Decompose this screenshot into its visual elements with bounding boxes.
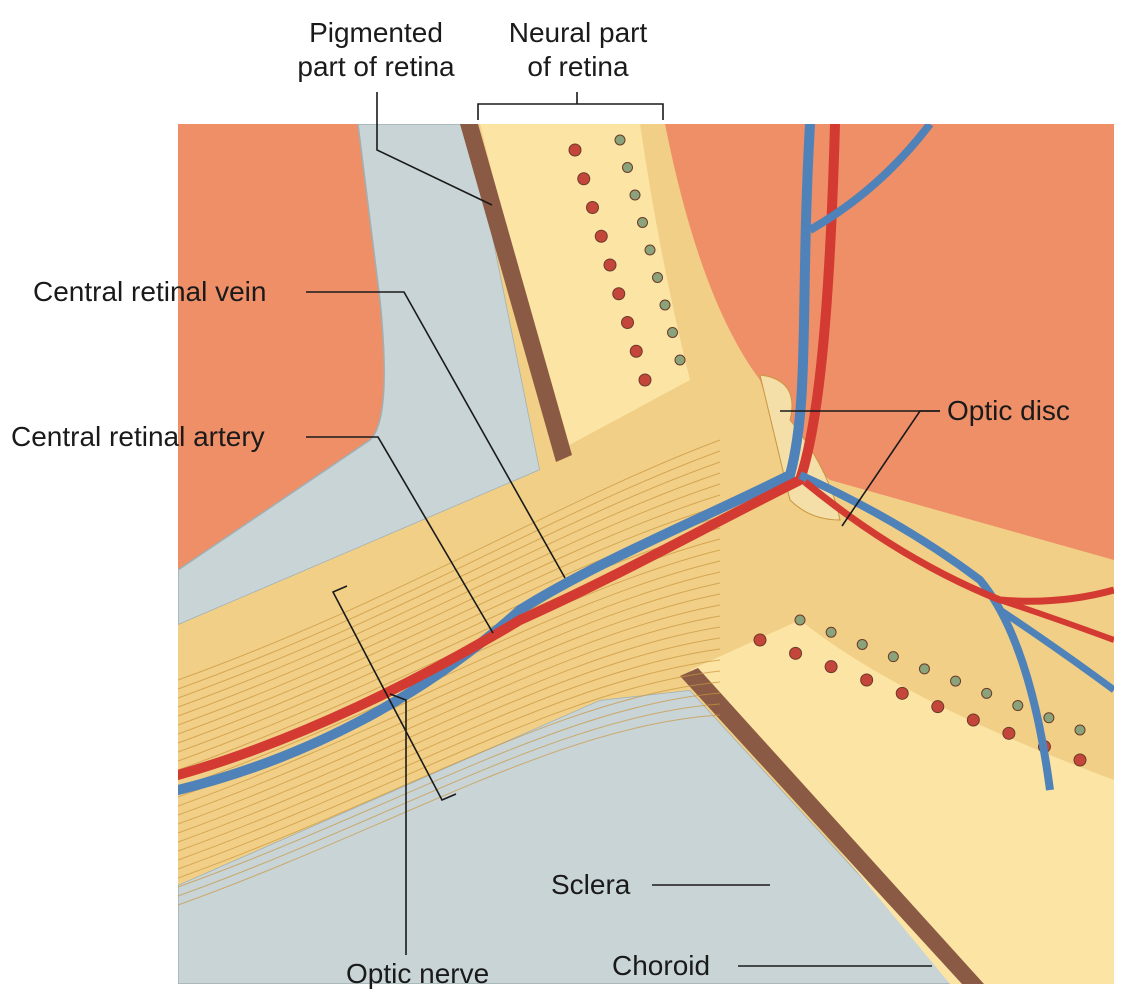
retinal-cell xyxy=(794,614,806,626)
retinal-cell xyxy=(586,201,599,214)
nerve-fiber-line xyxy=(178,450,721,690)
artery-branch-lower-right xyxy=(802,479,1114,605)
retinal-cell xyxy=(1073,753,1087,767)
vein-branch-lower-right xyxy=(798,471,1054,791)
retina-layer-lower xyxy=(690,620,1114,984)
nerve-fiber-line xyxy=(178,670,721,870)
retinal-cell xyxy=(637,217,648,228)
nerve-fiber-line xyxy=(178,615,721,825)
retinal-cell xyxy=(614,134,626,146)
retinal-cell xyxy=(644,244,656,256)
leader-optic-nerve-bracket xyxy=(331,585,457,802)
vein-branch-far-right xyxy=(998,607,1114,693)
nerve-fiber-line xyxy=(178,571,721,789)
leader-artery xyxy=(306,436,494,634)
central-retinal-artery xyxy=(178,124,840,780)
nerve-fiber-line xyxy=(178,714,721,906)
nerve-fiber-line xyxy=(178,527,721,753)
retina-layer-upper xyxy=(480,124,690,450)
retinal-cell xyxy=(674,354,686,366)
leader-optic-disc-2 xyxy=(841,410,940,527)
label-pigmented-line2: part of retina xyxy=(297,51,455,82)
label-sclera: Sclera xyxy=(551,869,631,900)
retinal-cell xyxy=(667,327,678,338)
retinal-cell xyxy=(966,713,980,727)
nerve-fiber-line xyxy=(178,593,721,807)
label-pigmented-line1: Pigmented xyxy=(309,17,443,48)
sclera-upper xyxy=(178,124,541,626)
retinal-cell xyxy=(621,316,634,329)
retinal-cell xyxy=(1012,700,1024,712)
leader-neural-bracket xyxy=(477,92,664,120)
label-pigmented-part: Pigmented part of retina xyxy=(272,16,480,84)
label-central-retinal-artery: Central retinal artery xyxy=(11,421,265,452)
label-neural-line1: Neural part xyxy=(508,17,648,48)
retinal-cell xyxy=(652,272,663,283)
label-neural-line2: of retina xyxy=(527,51,629,82)
nerve-fiber-line xyxy=(178,659,721,861)
nerve-fiber-line xyxy=(178,703,721,897)
nerve-fiber-line xyxy=(178,483,721,717)
retinal-cell xyxy=(568,143,582,157)
label-optic-disc: Optic disc xyxy=(947,395,1070,426)
retinal-cell xyxy=(931,700,945,714)
retinal-cell xyxy=(895,686,909,700)
leader-vein xyxy=(306,291,566,579)
retinal-cell xyxy=(577,172,591,186)
artery-branch-far-right xyxy=(999,597,1114,643)
retinal-cell xyxy=(860,673,874,687)
retinal-cell xyxy=(825,626,837,638)
retinal-cell xyxy=(950,675,962,687)
label-neural-part: Neural part of retina xyxy=(490,16,666,84)
retinal-cell xyxy=(981,687,993,699)
retinal-cell xyxy=(659,299,671,311)
retinal-cell xyxy=(629,189,641,201)
retinal-cell xyxy=(612,287,626,301)
nerve-fiber-line xyxy=(178,604,721,816)
retinal-cell xyxy=(824,660,838,674)
vein-branch-upper-right xyxy=(808,124,934,234)
nerve-fiber-line xyxy=(178,472,721,708)
choroid-lower xyxy=(680,668,984,984)
retinal-cell xyxy=(594,229,608,243)
retinal-cell xyxy=(629,344,643,358)
retinal-cell xyxy=(603,258,617,272)
label-central-retinal-vein: Central retinal vein xyxy=(33,276,267,307)
leader-optic-nerve xyxy=(389,693,407,955)
nerve-fiber-line xyxy=(178,461,721,699)
retinal-cell xyxy=(1002,726,1016,740)
retinal-cell xyxy=(918,663,930,675)
retinal-cell xyxy=(622,162,633,173)
label-choroid: Choroid xyxy=(612,950,711,981)
retinal-cell xyxy=(789,646,803,660)
nerve-fiber-line xyxy=(178,505,721,735)
retinal-cell xyxy=(638,373,652,387)
retinal-cell xyxy=(887,651,899,663)
retinal-cell xyxy=(753,633,767,647)
nerve-fiber-line xyxy=(178,626,721,834)
retinal-cell xyxy=(1074,724,1086,736)
retinal-cell xyxy=(1043,712,1055,724)
choroid-upper xyxy=(460,124,572,462)
nerve-fiber-line xyxy=(178,439,721,681)
nerve-fiber-line xyxy=(178,692,721,888)
leader-lines xyxy=(306,92,940,967)
retinal-cell xyxy=(856,638,868,650)
central-retinal-vein xyxy=(178,124,815,795)
nerve-fiber-line xyxy=(178,681,721,879)
label-optic-nerve: Optic nerve xyxy=(346,958,490,989)
nerve-fiber-line xyxy=(178,648,721,852)
nerve-fiber-line xyxy=(178,637,721,843)
leader-pigmented xyxy=(376,92,493,206)
